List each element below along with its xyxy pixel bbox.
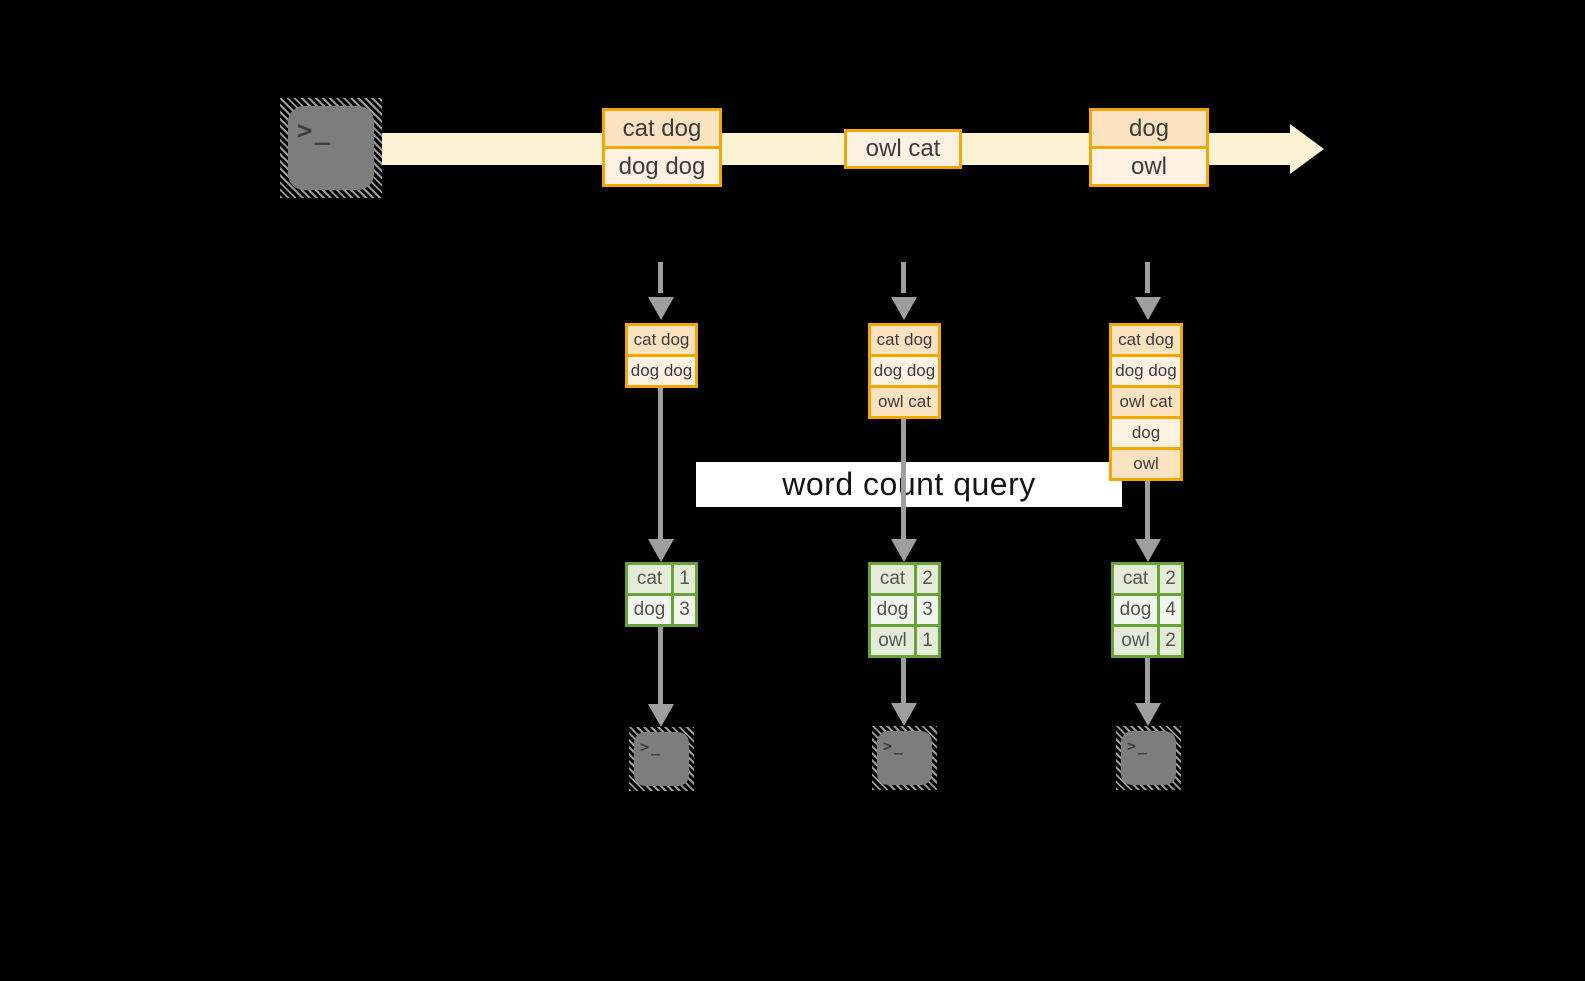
stream-event-box-2: owl cat: [844, 129, 962, 169]
query-arrowhead-icon: [648, 539, 674, 562]
buffer-row: owl: [1112, 450, 1180, 478]
output-terminal-icon: >_: [629, 727, 694, 791]
stream-event-row: owl cat: [847, 132, 959, 166]
count-table-1: cat 1 dog 3: [625, 562, 698, 627]
terminal-prompt-glyph: >_: [1127, 737, 1150, 755]
count-value-cell: 1: [674, 565, 695, 593]
stream-event-row: dog: [1092, 111, 1206, 146]
stream-event-box-3: dog owl: [1089, 108, 1209, 187]
count-value-cell: 2: [917, 565, 938, 593]
stream-event-row: owl: [1092, 149, 1206, 184]
stream-event-row: dog dog: [605, 149, 719, 184]
count-table-3: cat 2 dog 4 owl 2: [1111, 562, 1184, 658]
output-arrow-line: [658, 627, 663, 704]
buffer-row: dog: [1112, 419, 1180, 447]
dashed-arrowhead-icon: [891, 297, 917, 320]
dashed-arrowhead-icon: [1135, 297, 1161, 320]
output-arrow-line: [901, 658, 906, 703]
count-table-2: cat 2 dog 3 owl 1: [868, 562, 941, 658]
output-arrow-line: [1145, 658, 1150, 703]
source-terminal-icon: >_: [280, 98, 382, 198]
count-value-cell: 4: [1160, 596, 1181, 624]
buffer-row: dog dog: [871, 357, 938, 385]
count-word-cell: cat: [871, 565, 914, 593]
terminal-body: [634, 732, 689, 786]
count-value-cell: 3: [917, 596, 938, 624]
count-word-cell: dog: [1114, 596, 1157, 624]
terminal-body: [877, 731, 932, 785]
buffer-row: cat dog: [871, 326, 938, 354]
stream-event-row: cat dog: [605, 111, 719, 146]
query-arrow-line: [1145, 481, 1150, 540]
query-arrowhead-icon: [1135, 539, 1161, 562]
buffer-row: owl cat: [1112, 388, 1180, 416]
terminal-body: [288, 106, 374, 190]
buffer-row: cat dog: [1112, 326, 1180, 354]
dashed-arrowhead-icon: [648, 297, 674, 320]
buffer-row: cat dog: [628, 326, 695, 354]
query-arrowhead-icon: [891, 539, 917, 562]
dashed-arrow-line: [1145, 262, 1150, 293]
count-value-cell: 2: [1160, 565, 1181, 593]
count-word-cell: dog: [871, 596, 914, 624]
stream-arrowhead-icon: [1290, 124, 1324, 174]
buffer-stack-3: cat dog dog dog owl cat dog owl: [1109, 323, 1183, 481]
dashed-arrow-line: [658, 262, 663, 293]
count-word-cell: cat: [628, 565, 671, 593]
output-terminal-icon: >_: [872, 726, 937, 790]
terminal-prompt-glyph: >_: [297, 116, 333, 146]
output-arrowhead-icon: [1135, 703, 1161, 726]
count-value-cell: 1: [917, 627, 938, 655]
buffer-row: owl cat: [871, 388, 938, 416]
buffer-stack-1: cat dog dog dog: [625, 323, 698, 388]
buffer-row: dog dog: [628, 357, 695, 385]
count-value-cell: 3: [674, 596, 695, 624]
output-arrowhead-icon: [891, 703, 917, 726]
output-terminal-icon: >_: [1116, 726, 1181, 790]
query-arrow-line: [658, 388, 663, 540]
terminal-prompt-glyph: >_: [640, 738, 663, 756]
terminal-body: [1121, 731, 1176, 785]
query-label-band: word count query: [696, 462, 1122, 507]
count-word-cell: cat: [1114, 565, 1157, 593]
output-arrowhead-icon: [648, 704, 674, 727]
count-word-cell: owl: [1114, 627, 1157, 655]
terminal-prompt-glyph: >_: [883, 737, 906, 755]
dashed-arrow-line: [901, 262, 906, 293]
count-word-cell: dog: [628, 596, 671, 624]
query-label: word count query: [782, 466, 1036, 502]
count-word-cell: owl: [871, 627, 914, 655]
buffer-stack-2: cat dog dog dog owl cat: [868, 323, 941, 419]
stream-event-box-1: cat dog dog dog: [602, 108, 722, 187]
count-value-cell: 2: [1160, 627, 1181, 655]
buffer-row: dog dog: [1112, 357, 1180, 385]
query-arrow-line: [901, 419, 906, 540]
